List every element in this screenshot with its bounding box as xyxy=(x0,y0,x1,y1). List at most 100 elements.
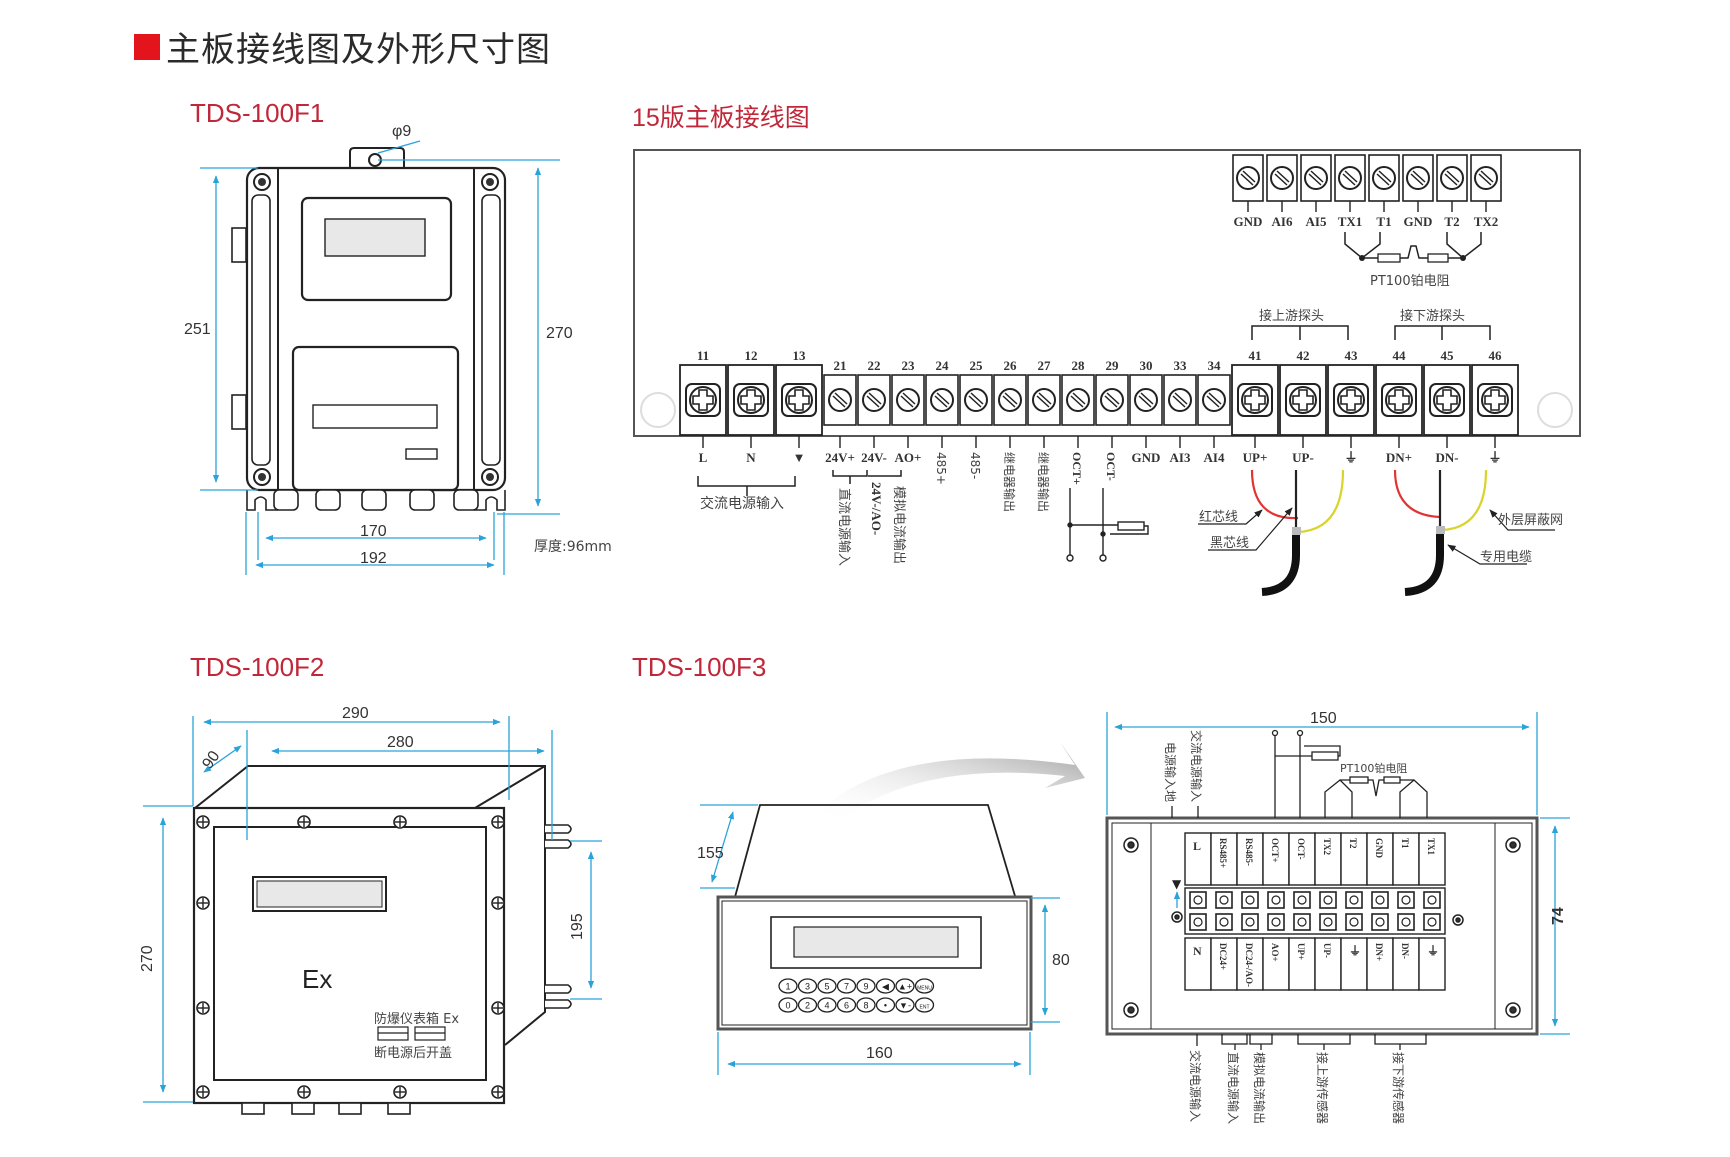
rear-top-label: TX1 xyxy=(1426,838,1436,856)
f3-dimension-lines xyxy=(700,804,1060,1075)
terminal-label: 485- xyxy=(968,452,982,479)
rear-top-cell xyxy=(1236,832,1264,886)
terminal-label: 继电器输出 xyxy=(1002,452,1017,512)
red-wire-label: 红芯线 xyxy=(1199,509,1238,525)
terminal-label: ▼ xyxy=(793,450,806,465)
f2-plate-line1: 防爆仪表箱 Ex xyxy=(374,1011,459,1027)
upstream-probe-label: 接上游探头 xyxy=(1259,308,1324,324)
slot-screw-icon xyxy=(1202,388,1226,412)
terminal-label: 485+ xyxy=(934,452,948,485)
f2-ex-mark: Ex xyxy=(302,964,332,994)
terminal-label: UP- xyxy=(1292,450,1314,465)
slot-screw-icon xyxy=(1168,388,1192,412)
terminal-label: AI4 xyxy=(1204,450,1225,465)
terminal-number: 27 xyxy=(1038,358,1052,373)
f1-height-outer: 270 xyxy=(546,325,573,342)
rear-bottom-label: ⏚ xyxy=(1349,944,1361,958)
terminal-number: 42 xyxy=(1297,348,1310,363)
f1-drawing: φ9 xyxy=(184,123,612,575)
key-label: ◀ xyxy=(882,982,889,992)
bolt-icon xyxy=(196,815,210,829)
terminal-number: 12 xyxy=(745,348,758,363)
rear-bottom-cell xyxy=(1262,937,1290,991)
keypad-key: 1 xyxy=(778,978,798,994)
terminal-label: OCT- xyxy=(1104,452,1118,481)
top-terminal: AI5 xyxy=(1300,154,1332,229)
f3-housing xyxy=(734,804,1016,898)
pt100-label: PT100铂电阻 xyxy=(1370,273,1450,289)
f2-width-outer: 290 xyxy=(342,705,369,722)
rear-bottom-label: UP+ xyxy=(1296,943,1306,960)
f3-rear-height: 74 xyxy=(1550,907,1567,925)
f2-cover xyxy=(213,826,487,1081)
f3-rear-terminals: LNRS485+DC24+RS485-DC24-/AO-OCT+AO+OCT-U… xyxy=(1184,832,1446,991)
slot-screw-icon xyxy=(1134,388,1158,412)
terminal-label: 24V- xyxy=(861,450,887,465)
rear-bottom-label: N xyxy=(1193,944,1202,958)
bolt-icon xyxy=(297,1085,311,1099)
terminal-number: 13 xyxy=(793,348,807,363)
f2-bolts xyxy=(196,815,505,1099)
f2-cable-glands xyxy=(241,1102,411,1115)
terminal-number: 44 xyxy=(1393,348,1407,363)
f3-height: 80 xyxy=(1052,952,1070,969)
f1-hinge-top xyxy=(231,227,247,263)
bolt-icon xyxy=(196,1001,210,1015)
rear-bottom-label: DC24+ xyxy=(1218,943,1228,970)
rear-top-cell xyxy=(1262,832,1290,886)
bottom-terminal-12: 12N xyxy=(727,348,775,465)
keypad-key: ▼- xyxy=(895,997,915,1013)
bolt-icon xyxy=(393,815,407,829)
f3-bottom-callout-up: 接上游传感器 xyxy=(1315,1052,1330,1124)
bolt-icon xyxy=(196,896,210,910)
slot-screw-icon xyxy=(1338,166,1362,190)
terminal-number: 21 xyxy=(834,358,847,373)
rear-top-cell xyxy=(1366,832,1394,886)
pt100-wiring xyxy=(1344,232,1482,263)
f1-mount-ear xyxy=(349,147,405,168)
keypad-key: 9 xyxy=(856,978,876,994)
key-label: 6 xyxy=(844,1001,849,1011)
slot-screw-icon xyxy=(1440,166,1464,190)
rear-view-arrow-icon xyxy=(820,742,1085,820)
terminal-label: OCT+ xyxy=(1070,452,1084,485)
f3-bottom-callout-dn: 接下游传感器 xyxy=(1391,1052,1406,1124)
f3-top-callout-ac: 交流电源输入 xyxy=(1189,730,1204,802)
top-terminal: T1 xyxy=(1368,154,1400,229)
key-label: ▲+ xyxy=(898,982,912,992)
rear-top-label: RS485+ xyxy=(1218,838,1228,868)
slot-screw-icon xyxy=(998,388,1022,412)
slot-screw-icon xyxy=(828,388,852,412)
shield-label: 外层屏蔽网 xyxy=(1498,513,1563,528)
keypad-key: 8 xyxy=(856,997,876,1013)
slot-screw-icon xyxy=(1032,388,1056,412)
f2-lcd xyxy=(256,880,383,908)
terminal-number: 29 xyxy=(1106,358,1120,373)
keypad-key: MENU xyxy=(914,978,935,994)
f3-ground-arrow-icon: ▼ xyxy=(1172,877,1182,891)
f3-bottom-callout-analog: 模拟电流输出 xyxy=(1252,1052,1267,1124)
f3-top-callout-ground: 电源输入地 xyxy=(1163,742,1178,802)
rear-top-cell xyxy=(1418,832,1446,886)
slot-screw-icon xyxy=(1474,166,1498,190)
terminal-number: 30 xyxy=(1140,358,1153,373)
bolt-icon xyxy=(491,1001,505,1015)
downstream-probe-label: 接下游探头 xyxy=(1400,308,1465,324)
bolt-icon xyxy=(297,815,311,829)
keypad-key: 4 xyxy=(817,997,837,1013)
f3-depth: 155 xyxy=(697,845,724,862)
board-heading: 15版主板接线图 xyxy=(632,104,810,132)
rear-top-label: T1 xyxy=(1400,838,1410,849)
